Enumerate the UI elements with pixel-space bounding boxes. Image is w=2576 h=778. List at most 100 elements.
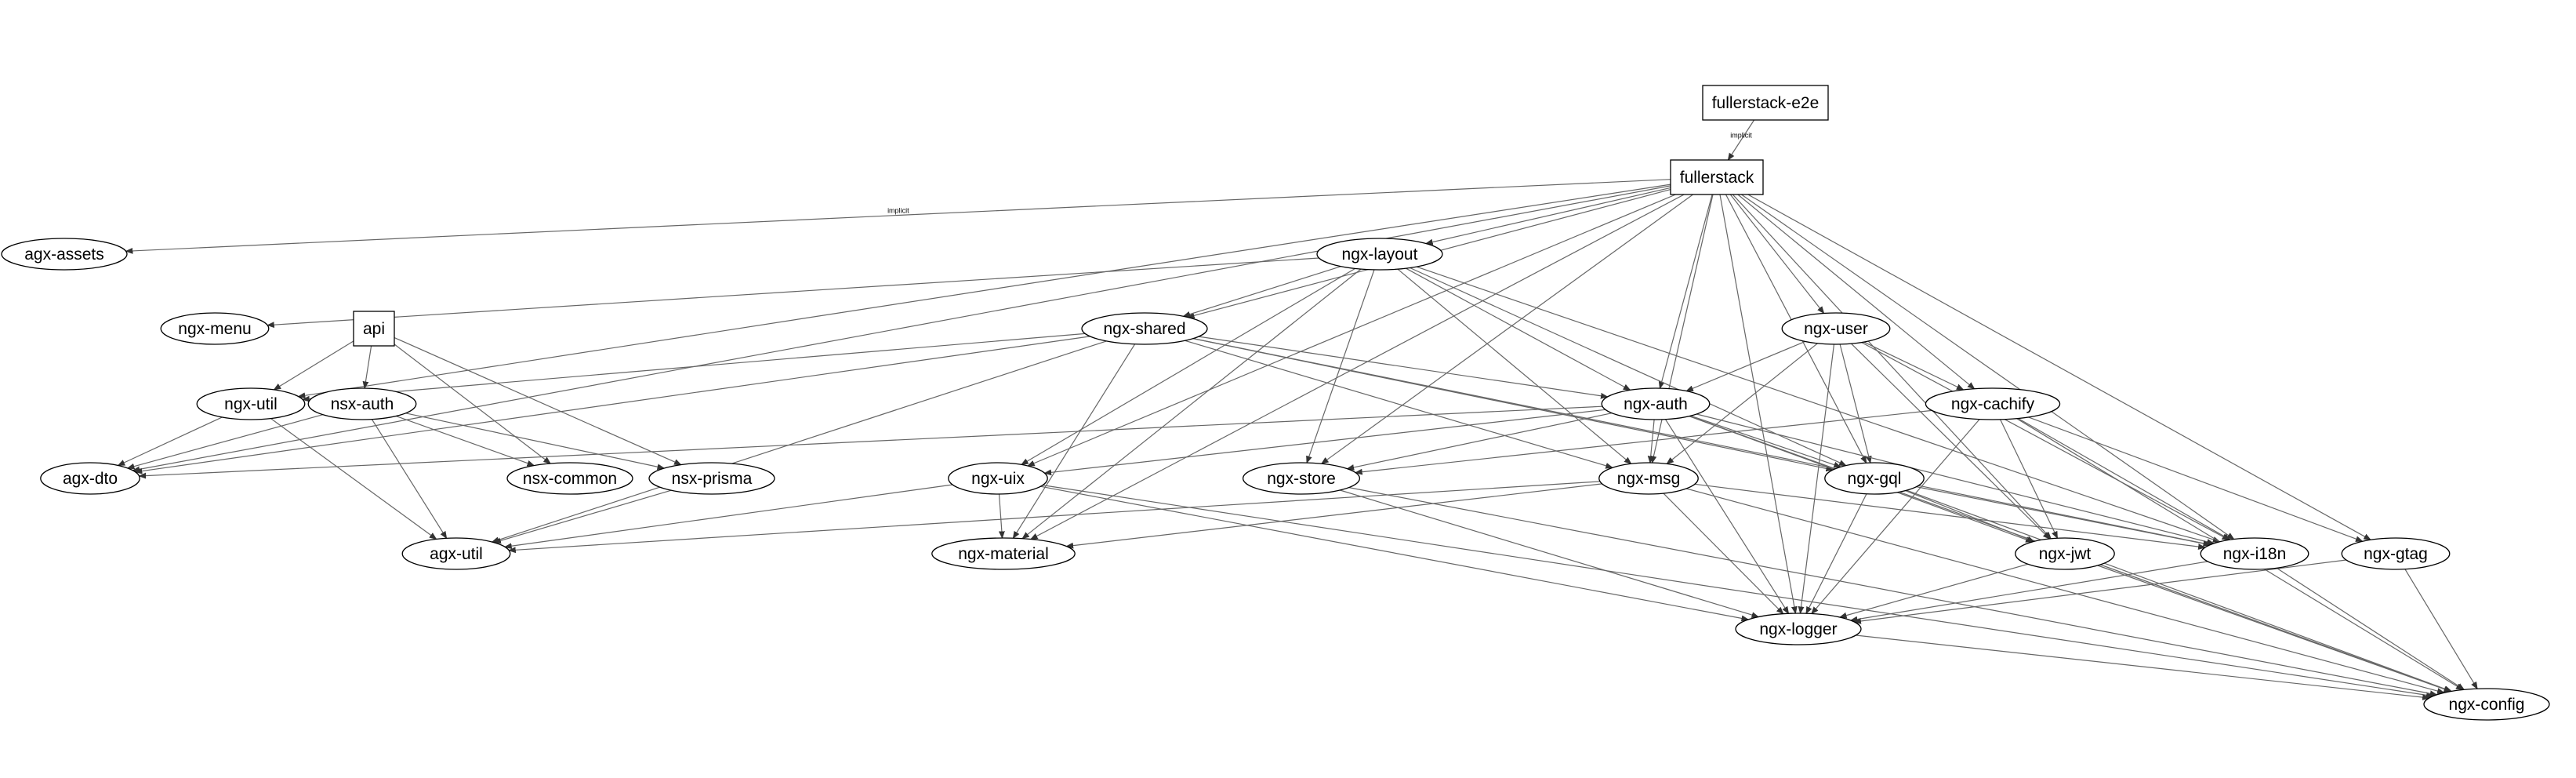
node-label: ngx-user <box>1804 320 1868 338</box>
edge-ngx-shared-to-ngx-material <box>1013 344 1136 538</box>
node-label: nsx-common <box>523 470 617 488</box>
edge-ngx-layout-to-ngx-i18n <box>1417 266 2219 542</box>
edge-ngx-logger-to-ngx-config <box>1856 634 2429 698</box>
edge-ngx-user-to-ngx-msg <box>1667 343 1818 464</box>
edge-api-to-nsx-auth <box>365 345 372 388</box>
edge-ngx-shared-to-agx-util <box>492 340 1107 542</box>
node-ellipse <box>307 387 417 420</box>
node-label: ngx-i18n <box>2223 545 2287 563</box>
node-ngx-store: ngx-store <box>1242 462 1361 495</box>
node-label: ngx-auth <box>1624 395 1688 413</box>
node-ngx-user: ngx-user <box>1781 312 1891 345</box>
edge-api-to-nsx-prisma <box>394 336 681 466</box>
edge-ngx-cachify-to-ngx-store <box>1355 409 1932 472</box>
node-agx-dto: agx-dto <box>40 462 140 495</box>
edge-ngx-layout-to-ngx-gql <box>1410 267 1846 467</box>
edge-fullerstack-to-ngx-auth <box>1660 194 1713 388</box>
nodes-layer: fullerstack-e2e fullerstack api agx-assets n… <box>1 85 2550 721</box>
node-label: fullerstack-e2e <box>1712 94 1820 112</box>
node-ngx-gtag: ngx-gtag <box>2341 537 2451 570</box>
node-label: ngx-layout <box>1342 245 1418 264</box>
node-label: ngx-config <box>2449 696 2525 714</box>
edge-ngx-i18n-to-ngx-config <box>2276 567 2464 689</box>
edge-fullerstack-to-ngx-msg <box>1653 194 1714 463</box>
edge-ngx-user-to-ngx-logger <box>1801 344 1835 613</box>
edge-ngx-gql-to-ngx-jwt <box>1905 490 2034 542</box>
edge-nsx-auth-to-agx-util <box>371 419 446 539</box>
edge-ngx-msg-to-agx-util <box>509 481 1601 551</box>
node-api: api <box>353 311 395 347</box>
node-ngx-layout: ngx-layout <box>1316 238 1443 271</box>
node-fullerstack: fullerstack <box>1670 159 1764 195</box>
edge-ngx-user-to-ngx-gql <box>1839 344 1870 463</box>
edge-nsx-auth-to-agx-dto <box>128 414 324 468</box>
edge-ngx-layout-to-ngx-material <box>1022 268 1362 539</box>
node-label: ngx-gtag <box>2364 545 2428 563</box>
node-ngx-util: ngx-util <box>196 387 306 420</box>
node-ellipse <box>1 238 128 271</box>
edge-ngx-gql-to-ngx-logger <box>1805 493 1867 614</box>
node-ngx-msg: ngx-msg <box>1598 462 1699 495</box>
edge-ngx-auth-to-ngx-i18n <box>1696 413 2214 544</box>
node-label: fullerstack <box>1680 169 1754 187</box>
edge-ngx-user-to-ngx-auth <box>1686 340 1805 392</box>
edge-ngx-uix-to-agx-util <box>505 484 953 547</box>
node-ngx-auth: ngx-auth <box>1601 387 1711 420</box>
node-ngx-config: ngx-config <box>2423 688 2550 721</box>
node-ellipse <box>1781 312 1891 345</box>
node-ellipse <box>931 537 1076 570</box>
edge-fullerstack-to-ngx-layout <box>1426 187 1671 243</box>
edge-ngx-layout-to-ngx-auth <box>1406 267 1631 390</box>
edge-ngx-msg-to-ngx-material <box>1067 483 1602 547</box>
node-label: ngx-msg <box>1617 470 1681 488</box>
node-ngx-logger: ngx-logger <box>1735 613 1862 645</box>
node-ngx-uix: ngx-uix <box>948 462 1048 495</box>
node-ellipse <box>401 537 511 570</box>
node-ellipse <box>506 462 633 495</box>
edge-ngx-util-to-agx-dto <box>118 416 223 467</box>
node-label: ngx-material <box>958 545 1049 563</box>
edge-fullerstack-to-ngx-material <box>1031 194 1685 540</box>
edge-ngx-gtag-to-ngx-config <box>2404 569 2477 689</box>
node-label: nsx-auth <box>331 395 394 413</box>
node-agx-assets: agx-assets <box>1 238 128 271</box>
node-nsx-prisma: nsx-prisma <box>648 462 775 495</box>
node-ellipse <box>1735 613 1862 645</box>
edge-ngx-shared-to-ngx-i18n <box>1192 338 2211 545</box>
node-label: ngx-cachify <box>1951 395 2035 413</box>
node-label: ngx-menu <box>178 320 251 338</box>
edge-ngx-cachify-to-ngx-i18n <box>2018 417 2230 540</box>
edge-ngx-shared-to-ngx-auth <box>1198 336 1608 397</box>
edge-ngx-msg-to-ngx-logger <box>1663 493 1783 614</box>
edge-ngx-layout-to-ngx-store <box>1307 269 1375 463</box>
edge-ngx-gql-to-ngx-i18n <box>1916 486 2211 545</box>
node-label: ngx-store <box>1267 470 1336 488</box>
edge-fullerstack-to-ngx-store <box>1322 194 1693 464</box>
node-label: ngx-util <box>224 395 278 413</box>
node-ellipse <box>2341 537 2451 570</box>
node-label: ngx-jwt <box>2039 545 2092 563</box>
edge-ngx-shared-to-ngx-util <box>303 333 1086 399</box>
edge-fullerstack-to-ngx-i18n <box>1741 194 2233 540</box>
node-ellipse <box>948 462 1048 495</box>
node-ellipse <box>648 462 775 495</box>
edge-ngx-shared-to-agx-dto <box>136 336 1090 472</box>
edge-fullerstack-to-ngx-gtag <box>1747 194 2371 540</box>
edge-ngx-cachify-to-ngx-jwt <box>2000 419 2059 538</box>
edge-ngx-layout-to-ngx-menu <box>267 257 1319 325</box>
node-box <box>1670 159 1764 195</box>
edge-fullerstack-e2e-to-fullerstack <box>1728 119 1755 160</box>
edge-ngx-auth-to-agx-dto <box>140 405 1603 476</box>
edge-fullerstack-to-ngx-logger <box>1719 194 1795 613</box>
edge-ngx-store-to-ngx-config <box>1348 487 2437 695</box>
edge-ngx-msg-to-ngx-config <box>1685 488 2444 693</box>
node-label: ngx-shared <box>1103 320 1185 338</box>
node-ellipse <box>1242 462 1361 495</box>
edge-ngx-cachify-to-ngx-gtag <box>2028 416 2363 541</box>
edge-ngx-layout-to-ngx-uix <box>1021 267 1356 464</box>
node-ellipse <box>1316 238 1443 271</box>
node-ellipse <box>1601 387 1711 420</box>
node-ellipse <box>2200 537 2309 570</box>
edge-ngx-auth-to-ngx-store <box>1348 413 1613 469</box>
node-label: ngx-uix <box>971 470 1025 488</box>
